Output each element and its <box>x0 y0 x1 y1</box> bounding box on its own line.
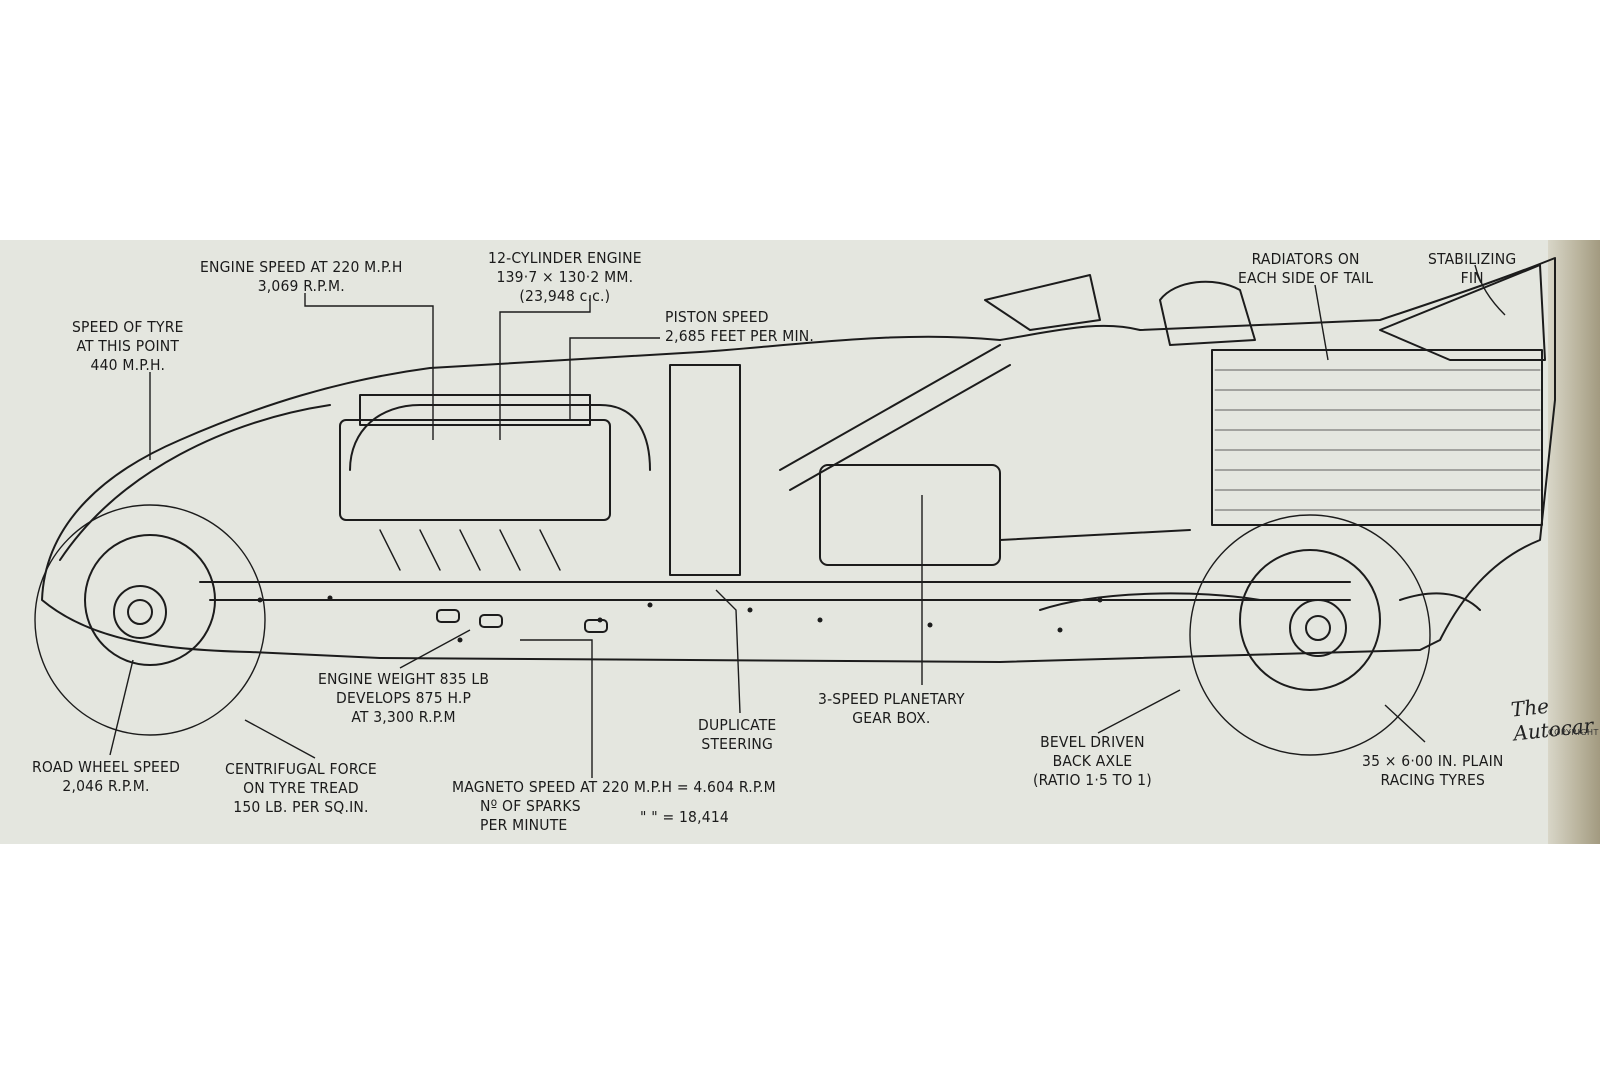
tyre-speed-line2: AT THIS POINT <box>76 337 180 355</box>
engine-speed-line2: 3,069 R.P.M. <box>257 277 345 295</box>
gearbox-housing <box>819 464 1001 566</box>
cylinder-bank <box>379 529 561 571</box>
duplicate-steering-line1: DUPLICATE <box>698 716 777 734</box>
label-back-axle: BEVEL DRIVEN BACK AXLE (RATIO 1·5 TO 1) <box>1033 733 1152 790</box>
label-sparks-value: " " = 18,414 <box>640 808 729 827</box>
centrifugal-line3: 150 LB. PER SQ.IN. <box>233 798 369 816</box>
radiator-hatching <box>1214 369 1541 511</box>
nose-contour <box>59 404 331 561</box>
engine-weight-line2: DEVELOPS 875 H.P <box>336 689 472 707</box>
magneto-line1: MAGNETO SPEED AT 220 M.P.H = 4.604 R.P.M <box>452 778 776 796</box>
rear-wheel <box>1189 514 1431 756</box>
leader-back-axle <box>1097 689 1181 734</box>
cockpit-windscreen <box>984 274 1101 331</box>
frame-rivets <box>257 595 1103 643</box>
engine-speed-line1: ENGINE SPEED AT 220 M.P.H <box>200 258 403 276</box>
label-engine-weight: ENGINE WEIGHT 835 LB DEVELOPS 875 H.P AT… <box>318 670 489 727</box>
engine-block <box>339 419 611 521</box>
centrifugal-line1: CENTRIFUGAL FORCE <box>225 760 377 778</box>
back-axle-line2: BACK AXLE <box>1052 752 1133 770</box>
label-centrifugal-force: CENTRIFUGAL FORCE ON TYRE TREAD 150 LB. … <box>225 760 377 817</box>
road-wheel-line2: 2,046 R.P.M. <box>62 777 150 795</box>
stabilizing-fin-line1: STABILIZING <box>1428 250 1517 268</box>
leader-tyres <box>1384 704 1426 743</box>
steering-column <box>779 344 1011 491</box>
piston-speed-line2: 2,685 FEET PER MIN. <box>665 327 815 345</box>
label-gear-box: 3-SPEED PLANETARY GEAR BOX. <box>818 690 965 728</box>
label-duplicate-steering: DUPLICATE STEERING <box>698 716 776 754</box>
front-wheel <box>34 504 266 736</box>
leader-road-wheel <box>109 659 134 756</box>
leader-centrifugal <box>244 719 316 759</box>
leader-fin <box>1474 264 1506 316</box>
sparks-line1: Nº OF SPARKS <box>480 797 581 815</box>
back-axle-line1: BEVEL DRIVEN <box>1040 733 1145 751</box>
headrest <box>1159 280 1256 346</box>
leader-magneto <box>520 639 593 778</box>
page-edge-shadow <box>1548 240 1600 844</box>
sparks-value: " " = 18,414 <box>640 808 729 826</box>
sparks-line2: PER MINUTE <box>480 816 568 834</box>
label-engine-speed: ENGINE SPEED AT 220 M.P.H 3,069 R.P.M. <box>200 258 403 296</box>
piston-speed-line1: PISTON SPEED <box>665 308 769 326</box>
engine-weight-line1: ENGINE WEIGHT 835 LB <box>318 670 490 688</box>
rear-suspension <box>1039 592 1481 611</box>
underside-vents <box>436 609 608 633</box>
leader-radiators <box>1314 284 1329 361</box>
road-wheel-line1: ROAD WHEEL SPEED <box>32 758 181 776</box>
cylinder-engine-line1: 12-CYLINDER ENGINE <box>488 249 642 267</box>
duplicate-steering-line2: STEERING <box>701 735 774 753</box>
leader-piston <box>569 337 660 420</box>
body-outline <box>41 257 1556 663</box>
label-tyres: 35 × 6·00 IN. PLAIN RACING TYRES <box>1362 752 1504 790</box>
copyright-mark: COPYRIGHT <box>1548 728 1599 737</box>
label-stabilizing-fin: STABILIZING FIN <box>1428 250 1516 288</box>
leader-cylinder <box>499 295 591 440</box>
gear-box-line1: 3-SPEED PLANETARY <box>818 690 965 708</box>
gear-box-line2: GEAR BOX. <box>852 709 931 727</box>
radiators-line2: EACH SIDE OF TAIL <box>1238 269 1374 287</box>
back-axle-line3: (RATIO 1·5 TO 1) <box>1033 771 1152 789</box>
label-sparks: Nº OF SPARKS PER MINUTE <box>480 797 581 835</box>
exhaust-pipes <box>349 404 651 471</box>
label-road-wheel: ROAD WHEEL SPEED 2,046 R.P.M. <box>32 758 180 796</box>
label-cylinder-engine: 12-CYLINDER ENGINE 139·7 × 130·2 MM. (23… <box>488 249 642 306</box>
tyres-line2: RACING TYRES <box>1380 771 1486 789</box>
propeller-shaft <box>999 529 1191 541</box>
label-magneto: MAGNETO SPEED AT 220 M.P.H = 4.604 R.P.M <box>452 778 776 797</box>
engine-weight-line3: AT 3,300 R.P.M <box>351 708 456 726</box>
illustration-plate <box>0 240 1600 844</box>
label-tyre-speed: SPEED OF TYRE AT THIS POINT 440 M.P.H. <box>72 318 184 375</box>
engine-head <box>359 394 591 426</box>
label-piston-speed: PISTON SPEED 2,685 FEET PER MIN. <box>665 308 814 346</box>
label-radiators: RADIATORS ON EACH SIDE OF TAIL <box>1238 250 1373 288</box>
radiators-line1: RADIATORS ON <box>1251 250 1360 268</box>
leader-lines <box>109 264 1506 778</box>
tyres-line1: 35 × 6·00 IN. PLAIN <box>1362 752 1504 770</box>
chassis-frame <box>199 581 1351 601</box>
centrifugal-line2: ON TYRE TREAD <box>243 779 359 797</box>
leader-steering <box>715 589 741 714</box>
stabilizing-fin-line2: FIN <box>1460 269 1484 287</box>
radiator-block <box>1211 349 1543 526</box>
leader-engine-weight <box>399 629 471 669</box>
cylinder-engine-line2: 139·7 × 130·2 MM. <box>496 268 634 286</box>
tyre-speed-line3: 440 M.P.H. <box>90 356 166 374</box>
cylinder-engine-line3: (23,948 c.c.) <box>519 287 611 305</box>
tyre-speed-line1: SPEED OF TYRE <box>72 318 184 336</box>
leader-engine-speed <box>304 293 434 440</box>
firewall <box>669 364 741 576</box>
